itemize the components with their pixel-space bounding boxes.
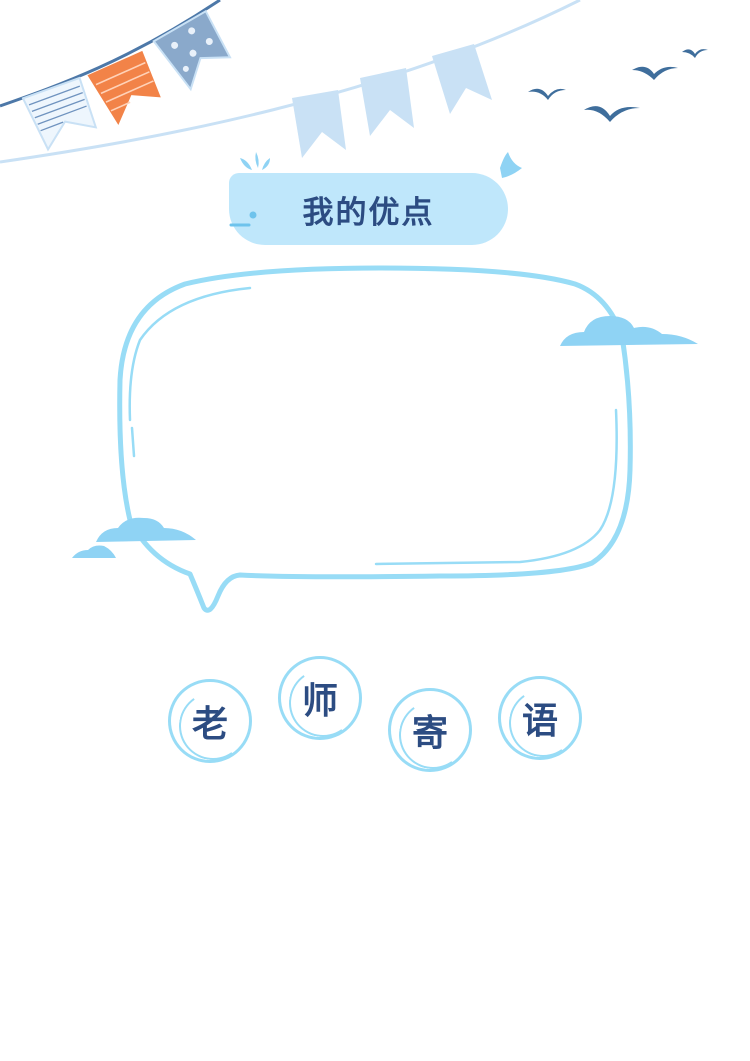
teacher-message-char-1: 老 <box>168 679 252 763</box>
page-title: 我的优点 <box>302 194 435 231</box>
bunting-flag-pale-1 <box>292 90 346 158</box>
cloud-icon <box>72 545 116 558</box>
bunting-flag-dotted <box>152 9 232 92</box>
bird-icon <box>632 66 678 80</box>
speech-bubble-inner-line <box>128 286 252 422</box>
title-banner: 我的优点 <box>229 173 508 245</box>
bunting-string-light <box>0 0 581 164</box>
whale-eye-icon <box>229 211 257 227</box>
teacher-message-char-3: 寄 <box>388 688 472 772</box>
whale-tail-icon <box>500 152 522 178</box>
whale-spout-icon <box>240 152 270 170</box>
teacher-message-char-4: 语 <box>498 676 582 760</box>
teacher-message-char-2: 师 <box>278 656 362 740</box>
bunting-flag-lined <box>21 76 98 152</box>
cloud-icon <box>560 316 698 346</box>
bunting-flag-pale-3 <box>432 44 492 114</box>
bird-icon <box>528 88 566 100</box>
speech-bubble-frame <box>117 265 633 613</box>
speech-bubble-inner-line <box>374 408 618 566</box>
cloud-icon <box>96 517 196 542</box>
bird-icon <box>584 106 640 122</box>
bunting-flag-orange <box>87 50 161 126</box>
bunting-flag-pale-2 <box>360 68 414 136</box>
bird-icon-group <box>528 49 708 122</box>
bird-icon <box>682 49 708 58</box>
speech-bubble-inner-line <box>130 426 136 458</box>
